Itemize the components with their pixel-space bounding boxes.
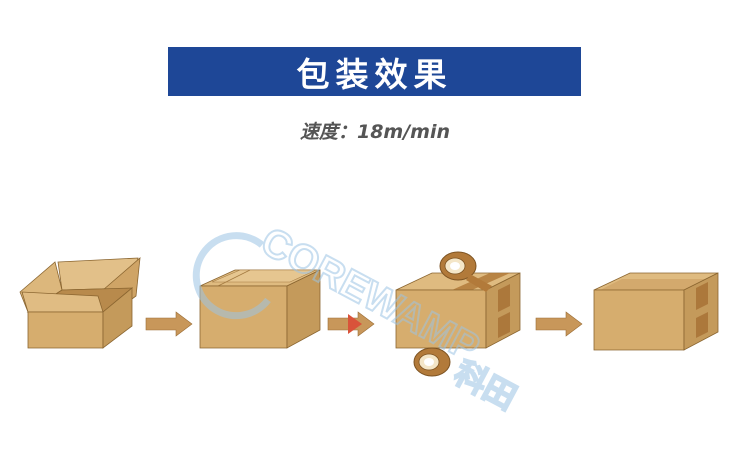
watermark-brand-cn-text: 科田 <box>449 354 522 416</box>
arrow-right-icon <box>145 311 193 337</box>
tape-roll-icon <box>413 347 451 377</box>
open-box <box>19 257 141 349</box>
arrow-accent-icon <box>348 314 362 334</box>
arrow-right-icon <box>535 311 583 337</box>
tape-roll-icon <box>439 251 492 292</box>
sealed-box <box>593 272 719 351</box>
speed-label: 速度：18m/min <box>299 121 450 143</box>
title-banner: 包装效果 <box>168 47 581 96</box>
page-title: 包装效果 <box>296 54 453 94</box>
taping-box <box>395 272 521 349</box>
